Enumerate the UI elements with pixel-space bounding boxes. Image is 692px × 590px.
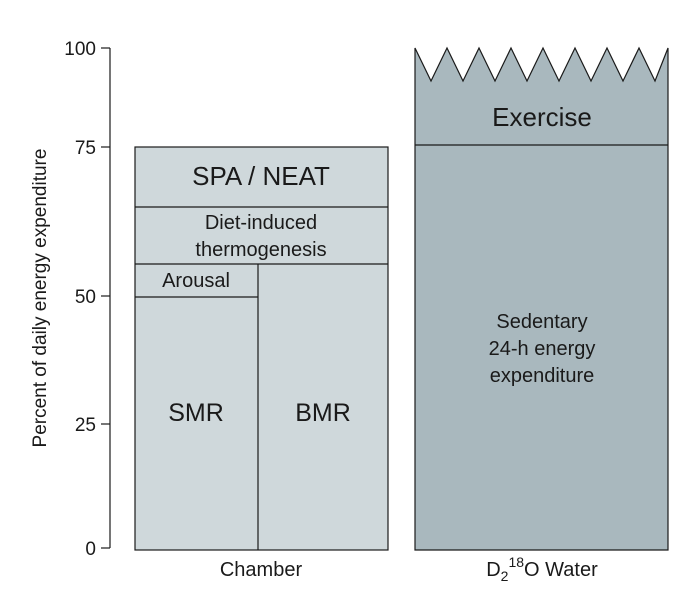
segment-label-sedentary-line2: 24-h energy [489, 338, 596, 360]
chamber-bar-outline [134, 146, 389, 551]
category-label-water-subscript: 2 [501, 568, 509, 584]
segment-label-exercise: Exercise [492, 102, 592, 132]
category-label-water-d: D [486, 559, 500, 581]
segment-label-bmr: BMR [295, 399, 351, 427]
category-label-water-superscript: 18 [508, 554, 524, 570]
y-tick-label-100: 100 [64, 39, 96, 60]
segment-label-spa-neat: SPA / NEAT [192, 161, 330, 191]
water-bar-outline [414, 46, 669, 551]
category-label-water-rest: O Water [524, 559, 598, 581]
segment-label-sedentary-line1: Sedentary [496, 311, 587, 333]
category-label-water: D218O Water [486, 554, 598, 584]
y-axis: 0 25 50 75 100 Percent of daily energy e… [30, 39, 111, 560]
y-tick-label-50: 50 [75, 287, 96, 308]
segment-label-smr: SMR [168, 399, 224, 427]
category-label-chamber: Chamber [220, 559, 303, 581]
y-tick-label-0: 0 [85, 539, 96, 560]
chamber-bar: SPA / NEAT Diet-induced thermogenesis Ar… [134, 146, 389, 551]
y-axis-title: Percent of daily energy expenditure [30, 149, 51, 448]
segment-label-dit-line2: thermogenesis [195, 239, 326, 261]
segment-label-sedentary-line3: expenditure [490, 365, 595, 387]
segment-label-arousal: Arousal [162, 270, 230, 292]
segment-label-dit-line1: Diet-induced [205, 212, 317, 234]
water-bar: Exercise Sedentary 24-h energy expenditu… [414, 46, 669, 551]
y-tick-label-75: 75 [75, 138, 96, 159]
y-tick-label-25: 25 [75, 415, 96, 436]
